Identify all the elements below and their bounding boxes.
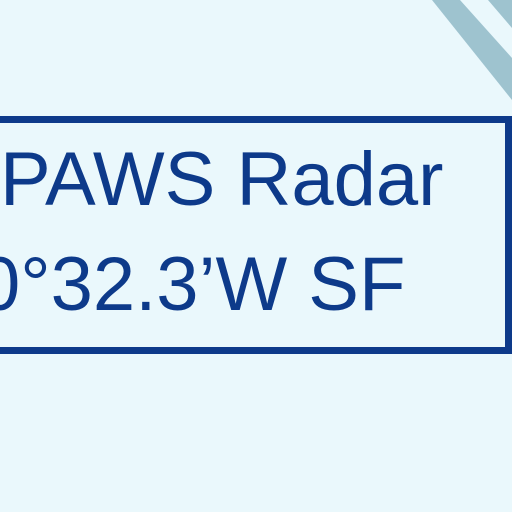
- station-coordinates: 0°32.3’W SF: [0, 242, 406, 327]
- boundary-line: [432, 0, 512, 100]
- boundary-line-secondary: [488, 0, 512, 28]
- station-name: PAWS Radar: [0, 137, 444, 222]
- chart-label-box: [0, 116, 512, 354]
